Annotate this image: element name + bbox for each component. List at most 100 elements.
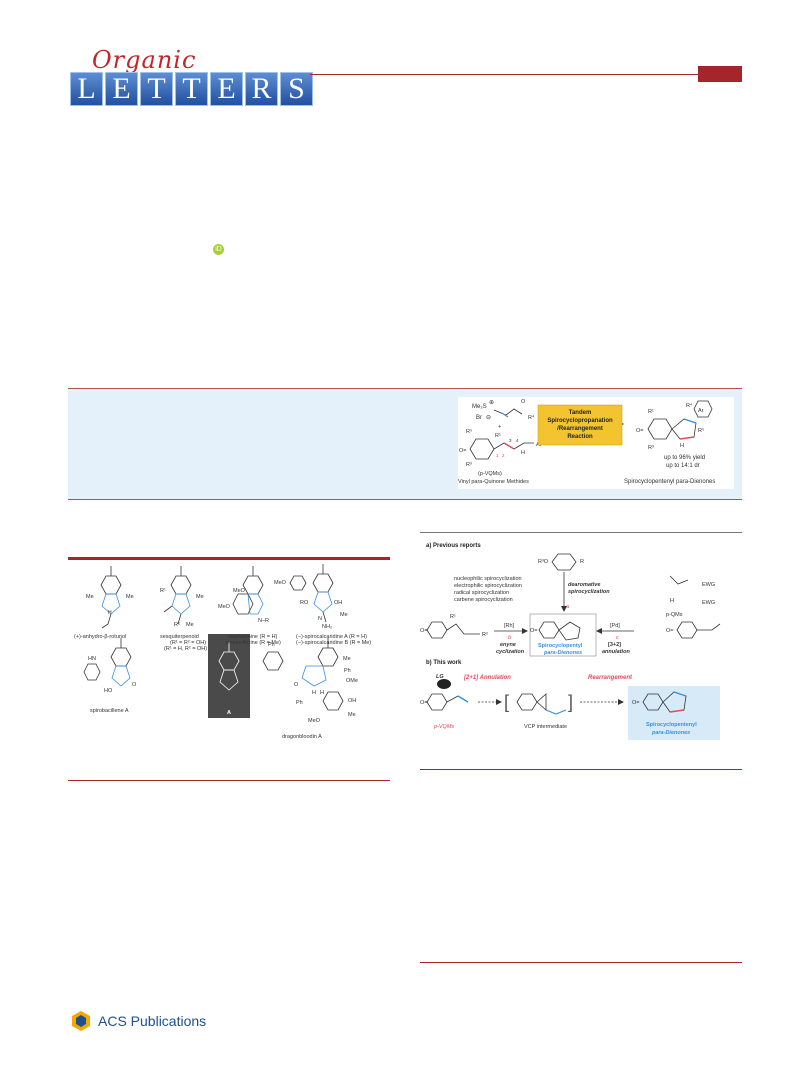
struct3-spiro: [247, 593, 264, 615]
acs-publications-logo[interactable]: ACS Publications: [70, 1009, 206, 1033]
scheme-arrowhead-c: [596, 628, 602, 634]
scheme-r1: R¹: [450, 614, 456, 620]
compound-name: (−)-spirocalcaridine A (R = H): [296, 634, 367, 640]
scheme-ewg: EWG: [702, 582, 715, 588]
scheme-arrowhead-a: [561, 606, 567, 612]
scheme-rearrangement: Rearrangement: [588, 675, 633, 681]
scheme1-bottom-rule: [420, 769, 742, 770]
compound-name: stepharinine (R = H): [228, 634, 278, 640]
logo-letter: T: [140, 72, 173, 106]
scheme-product-ring: [642, 693, 664, 711]
toc-o-left: O=: [459, 448, 467, 454]
toc-red-bond: [679, 436, 695, 440]
scheme-r2: R²: [482, 632, 488, 638]
scheme-h: H: [670, 598, 674, 604]
scheme-enyne: enyne: [500, 642, 516, 648]
orcid-icon[interactable]: iD: [213, 244, 224, 255]
struct1-side: [101, 613, 112, 629]
toc-yield: up to 96% yield: [664, 455, 705, 461]
toc-graphic: Me₂S ⊕ Br ⊖ O + R⁴ R⁵ R¹ O= R³ 1 2 3 4 A…: [458, 397, 734, 489]
atom-me: Me: [86, 594, 94, 600]
toc-vinyl-chain: [493, 442, 534, 450]
reagent-sulfur: Me₂S: [472, 404, 487, 410]
atom-meo: MeO: [218, 604, 231, 610]
toc-left-caption-2: Vinyl para-Quinone Methides: [458, 479, 529, 485]
scheme-b-arrowhead1: [496, 699, 502, 705]
scheme-method: radical spirocyclization: [454, 590, 509, 596]
scheme-b-o: O=: [420, 700, 428, 706]
atom-hn: HN: [88, 656, 96, 662]
scheme-top-substrate: R³O: [538, 559, 549, 565]
reagent-oxygen: O: [521, 399, 526, 405]
atom-me: Me: [340, 612, 348, 618]
toc-right-caption: Spirocyclopentenyl para-Dienones: [624, 479, 715, 485]
toc-box-line: /Rearrangement: [557, 426, 603, 432]
struct6-chroman: [262, 651, 284, 671]
scheme1-top-rule: [420, 532, 742, 533]
atom-r2: R²: [174, 622, 180, 628]
scheme-b-blue-bond: [457, 695, 469, 703]
struct1-ring: [100, 575, 122, 595]
figure1-bottom-rule: [68, 780, 390, 781]
atom-ro: RO: [300, 600, 309, 606]
reagent-minus: ⊖: [486, 415, 491, 421]
compound-name: spirobacillene A: [90, 708, 129, 714]
journal-logo-letters: L E T T E R S: [70, 72, 313, 106]
figure1-top-bar: [68, 557, 390, 560]
scheme-vcp-vinyl: [545, 709, 567, 715]
struct4-side: [322, 611, 327, 623]
toc-locant: 3: [509, 438, 512, 443]
scheme-center-name: para-Dienones: [543, 650, 582, 656]
page-tab: [698, 66, 742, 82]
struct5-ring: [110, 647, 132, 667]
atom-o: O: [132, 682, 137, 688]
compound-name: (R¹ = H, R² = OH): [164, 646, 207, 652]
toc-h-prod: H: [680, 443, 684, 449]
logo-letter: L: [70, 72, 103, 106]
scheme-enyne-chain: [446, 623, 480, 635]
toc-box-line: Spirocyclopropanation: [547, 418, 613, 424]
atom-h: H: [312, 690, 316, 696]
reagent-bromide: Br: [476, 415, 482, 421]
scheme-dearomative: dearomative: [568, 582, 600, 588]
compound-a-spiro: [219, 669, 239, 691]
toc-ar-prod: Ar: [698, 408, 704, 414]
scheme-annulation-21: [2+1] Annulation: [463, 675, 511, 681]
scheme-pd: [Pd]: [610, 623, 620, 629]
scheme-product-cyclopentene: [662, 691, 687, 713]
toc-r5-prod: R⁵: [698, 427, 704, 434]
reagent-bonds: [493, 408, 523, 416]
struct6-aryl: [322, 691, 344, 711]
scheme-left-ring: [426, 621, 448, 639]
reagent-plus: ⊕: [489, 400, 494, 406]
plus-sign: +: [498, 424, 501, 430]
scheme-right-ring: [676, 621, 698, 639]
scheme-vcp-ring: [516, 693, 538, 711]
struct5-indole: [83, 663, 101, 681]
atom-h: H: [108, 610, 112, 616]
acs-publications-text: ACS Publications: [98, 1013, 207, 1029]
compound-name: A: [227, 710, 231, 716]
logo-letter: S: [280, 72, 313, 106]
scheme-label-b: b: [508, 635, 511, 641]
compound-name: (−)-spirocalcaridine B (R = Me): [296, 640, 371, 646]
scheme-center-spiro: [558, 621, 581, 641]
toc-aryl-ring: [693, 400, 713, 418]
scheme-section-b: b) This work: [426, 660, 462, 666]
right-column-rule: [420, 962, 742, 963]
journal-logo-script: Organic: [92, 46, 197, 74]
atom-oh: OH: [348, 698, 356, 704]
atom-me: Me: [186, 622, 194, 628]
scheme-lg: LG: [436, 674, 444, 680]
toc-locant: 1: [496, 453, 499, 458]
atom-me: Me: [343, 656, 351, 662]
atom-meo: MeO: [233, 588, 246, 594]
scheme-top-r: R: [580, 559, 584, 565]
reagent-ylide-bond: [501, 412, 509, 418]
toc-scheme: Me₂S ⊕ Br ⊖ O + R⁴ R⁵ R¹ O= R³ 1 2 3 4 A…: [458, 399, 715, 485]
journal-logo[interactable]: Organic L E T T E R S: [70, 46, 313, 108]
header-rule: [310, 74, 742, 75]
scheme-method: electrophilic spirocyclization: [454, 583, 522, 589]
scheme1: a) Previous reports R³O R nucleophilic s…: [420, 538, 742, 766]
logo-letter: E: [210, 72, 243, 106]
